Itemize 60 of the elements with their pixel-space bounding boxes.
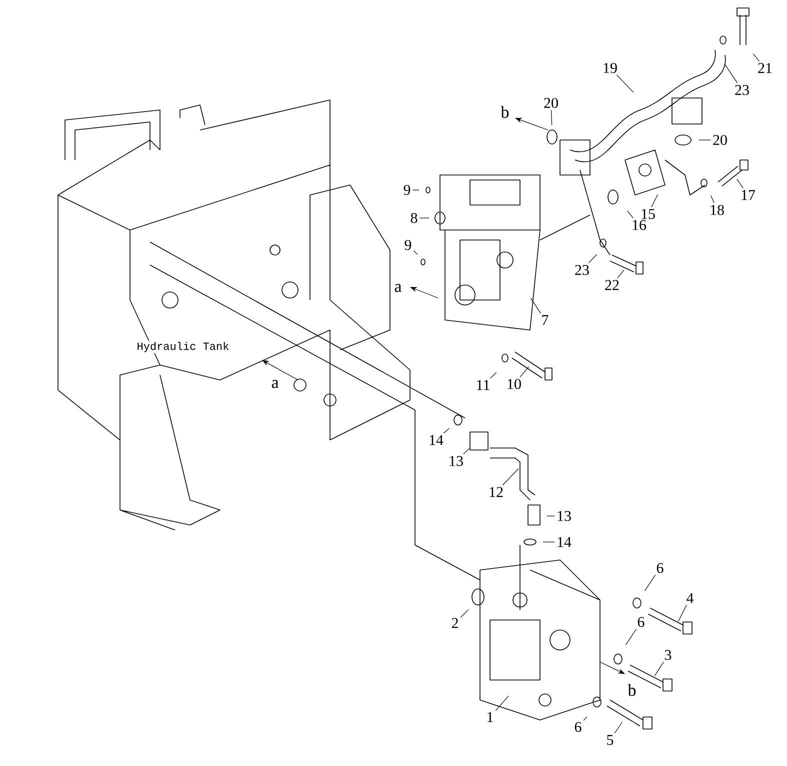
callout-number: 16 [632,220,646,230]
callout-number: 6 [574,722,582,732]
leader-line [617,270,624,278]
callout-number: 19 [604,62,617,74]
callout-number: 7 [542,315,548,325]
callout-number: 9 [404,184,410,196]
callout-number: 14 [558,537,572,547]
leader-line [588,254,597,264]
view-letter: a [272,380,279,388]
leader-line [616,74,634,93]
callout-number: 23 [735,84,749,96]
leader-line [654,662,664,676]
leader-line [644,574,656,592]
callout-number: 11 [477,380,490,390]
leader-line [413,250,418,255]
callout-number: 12 [490,487,503,497]
leader-line [520,366,530,378]
leader-line [626,210,634,218]
leader-line [678,604,687,622]
leader-line [490,372,497,378]
callout-number: 9 [404,240,412,250]
leader-line [614,722,622,734]
callout-number: 23 [575,264,589,276]
callout-number: 20 [713,134,727,146]
leader-line [651,194,658,208]
view-letter: b [500,106,509,118]
callout-number: 21 [758,63,772,73]
callout-number: 1 [488,712,493,722]
leader-line [495,695,509,711]
callout-number: 5 [607,735,614,745]
leader-line [724,64,738,84]
leader-line [736,178,744,188]
callout-number: 10 [508,378,521,390]
leader-line [502,468,519,486]
leader-line [752,54,760,62]
callout-number: 14 [430,435,444,445]
part-label: Hydraulic Tank [136,340,230,354]
view-letter: b [628,684,636,696]
callout-number: 15 [642,208,655,220]
callout-number: 3 [664,650,672,660]
leader-line [625,628,637,646]
callout-number: 20 [544,98,558,108]
callout-number: 17 [742,190,756,200]
callout-number: 22 [605,280,619,290]
leader-line [550,110,552,126]
callout-number: 13 [450,456,463,466]
leader-line [530,298,541,314]
leader-line [460,609,469,618]
leader-line [463,448,470,454]
callout-number: 4 [686,593,694,603]
callout-number: 8 [410,212,418,224]
leader-line [583,716,588,721]
leader-line [443,428,450,434]
callout-number: 13 [558,510,571,522]
callout-number: 2 [452,618,458,628]
leader-line [710,195,714,204]
callout-number: 18 [710,204,724,216]
view-letter: a [394,284,402,292]
callout-number: 6 [656,562,664,574]
callout-number: 6 [638,616,644,628]
